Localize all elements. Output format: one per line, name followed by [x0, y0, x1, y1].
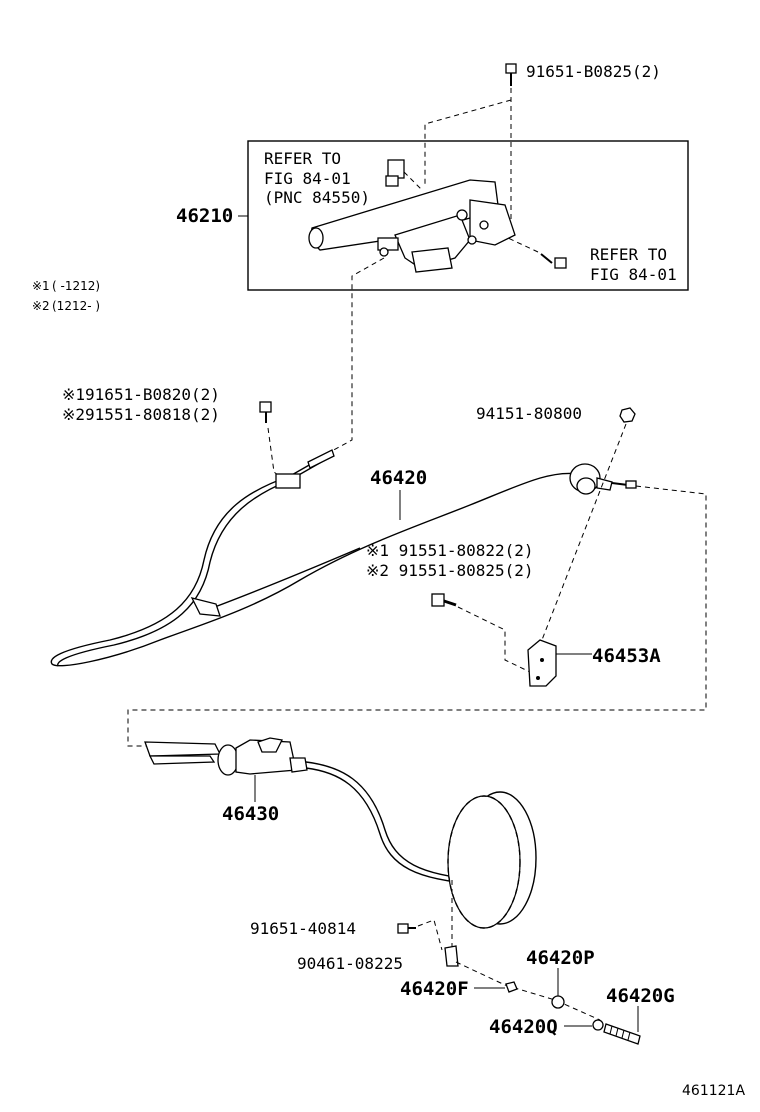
label-bolt-left-2: ※291551-80818(2) [62, 405, 220, 424]
nut-right [619, 407, 636, 423]
parking-brake-cable-46420 [50, 449, 637, 667]
diagram-id: 461121A [682, 1083, 745, 1099]
label-bolt-bottom: 91651-40814 [250, 919, 356, 938]
label-part-q: 46420Q [489, 1016, 558, 1038]
label-cable-main: 46420 [370, 467, 427, 489]
label-bolt-left-1: ※191651-B0820(2) [62, 385, 220, 404]
label-lever: 46210 [176, 205, 233, 227]
part-46420Q [592, 1019, 604, 1031]
label-nut-right: 94151-80800 [476, 404, 582, 423]
clip [444, 945, 459, 967]
legend-mark-1: ※1 [32, 279, 50, 293]
bolt-left [259, 401, 272, 423]
parking-brake-lever [308, 179, 516, 273]
label-part-p: 46420P [526, 947, 595, 969]
label-refer1-line1: REFER TO [264, 149, 341, 168]
brake-drum [447, 791, 537, 929]
bolt-top [505, 63, 517, 86]
part-46420G [603, 1023, 641, 1045]
label-bolt-mid-2: ※2 91551-80825(2) [366, 561, 534, 580]
legend-range-1: ( -1212) [52, 279, 100, 293]
label-refer1-line2: FIG 84-01 [264, 169, 351, 188]
label-bolt-top: 91651-B0825(2) [526, 62, 661, 81]
legend-mark-2: ※2 [32, 299, 50, 313]
label-bracket: 46453A [592, 645, 661, 667]
label-part-g: 46420G [606, 985, 675, 1007]
label-part-f: 46420F [400, 978, 469, 1000]
legend-range-2: (1212- ) [52, 299, 100, 313]
brake-switch [385, 159, 423, 191]
bracket-46453A [527, 639, 557, 687]
bolt-refer [540, 253, 567, 269]
label-clip: 90461-08225 [297, 954, 403, 973]
label-refer2-line1: REFER TO [590, 245, 667, 264]
bolt-bottom [397, 923, 416, 934]
label-cable-rear: 46430 [222, 803, 279, 825]
label-bolt-mid-1: ※1 91551-80822(2) [366, 541, 534, 560]
label-refer1-line3: (PNC 84550) [264, 188, 370, 207]
rear-cable-46430 [144, 737, 498, 892]
part-46420F [505, 981, 518, 993]
part-46420P [551, 995, 565, 1009]
label-refer2-line2: FIG 84-01 [590, 265, 677, 284]
bolt-mid [431, 593, 457, 607]
